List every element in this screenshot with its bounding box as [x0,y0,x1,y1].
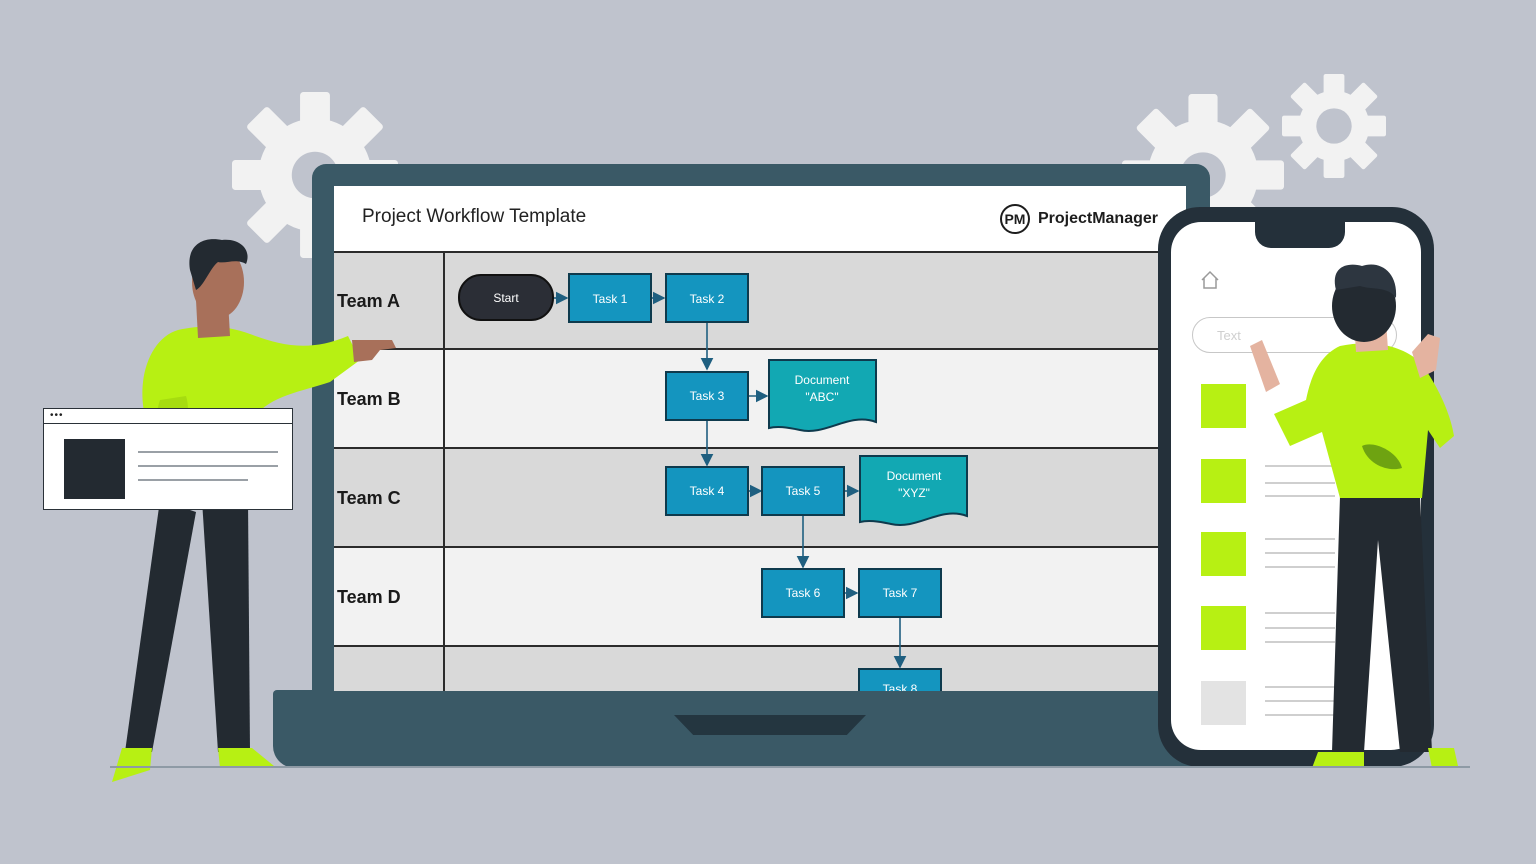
node-task-8: Task 8 [858,668,942,691]
flow-diagram: Start Task 1 Task 2 Task 3 Document "ABC… [458,273,968,691]
lane-label: Team D [337,587,401,607]
lane-label: Team C [337,488,401,508]
phone-list-line [1265,465,1335,467]
node-label: "ABC" [805,390,838,404]
window-dots: ••• [50,410,64,421]
phone-list-thumb[interactable] [1201,384,1246,428]
home-icon[interactable] [1200,270,1220,290]
image-placeholder [64,439,125,499]
phone-notch [1255,222,1345,248]
lane-label: Team A [337,291,401,311]
phone-search-placeholder: Text [1217,328,1241,343]
phone-list-line [1265,612,1335,614]
node-label: "XYZ" [898,486,930,500]
node-label: Start [493,291,519,305]
phone-list-line [1265,566,1335,568]
node-label: Task 3 [690,389,725,403]
node-label: Task 6 [786,586,821,600]
phone-list-line [1265,641,1335,643]
phone-list-line [1265,538,1335,540]
node-task-1: Task 1 [568,273,652,323]
text-placeholder-line [138,451,278,453]
phone-search-input[interactable]: Text [1192,317,1397,353]
node-task-4: Task 4 [665,466,749,516]
lane-label: Team B [337,389,401,409]
node-task-2: Task 2 [665,273,749,323]
lane-team-c: Team C [334,449,1186,548]
node-task-7: Task 7 [858,568,942,618]
node-start: Start [458,274,554,321]
phone-list-thumb[interactable] [1201,606,1246,650]
swimlanes: Team A Team B Team C Team D [334,253,1186,691]
lane-divider [443,253,445,691]
laptop-notch [674,715,866,735]
node-document-xyz: Document "XYZ" [859,455,968,526]
pm-logo-icon: PM [999,204,1030,234]
phone-list-line [1265,552,1335,554]
text-placeholder-line [138,479,248,481]
lane-team-d: Team D [334,548,1186,647]
phone-list-line [1265,482,1335,484]
brand: PM ProjectManager [999,202,1158,236]
node-task-3: Task 3 [665,371,749,421]
laptop-screen: Project Workflow Template PM ProjectMana… [334,186,1186,691]
window-titlebar-line [44,423,292,424]
node-label: Task 8 [883,682,918,691]
browser-window-card: ••• [43,408,293,510]
node-label: Document [887,469,942,483]
workflow-header: Project Workflow Template PM ProjectMana… [334,186,1186,253]
phone-list-line [1265,714,1335,716]
phone-list-thumb[interactable] [1201,532,1246,576]
gear-icon [1282,74,1386,178]
phone-list-thumb[interactable] [1201,459,1246,503]
phone-list-line [1265,627,1335,629]
node-label: Task 2 [690,292,725,306]
workflow-title: Project Workflow Template [362,206,587,227]
connectors [553,291,907,669]
lane-team-e [334,647,1186,691]
text-placeholder-line [138,465,278,467]
node-label: Task 4 [690,484,725,498]
node-label: Document [795,373,850,387]
node-label: Task 7 [883,586,918,600]
phone-list-line [1265,686,1335,688]
node-task-6: Task 6 [761,568,845,618]
node-task-5: Task 5 [761,466,845,516]
node-label: Task 1 [593,292,628,306]
node-document-abc: Document "ABC" [768,359,877,432]
node-label: Task 5 [786,484,821,498]
phone-list-line [1265,495,1335,497]
ground-line [110,766,1470,768]
phone-list-thumb[interactable] [1201,681,1246,725]
brand-name: ProjectManager [1037,210,1158,227]
phone-list-line [1265,700,1335,702]
